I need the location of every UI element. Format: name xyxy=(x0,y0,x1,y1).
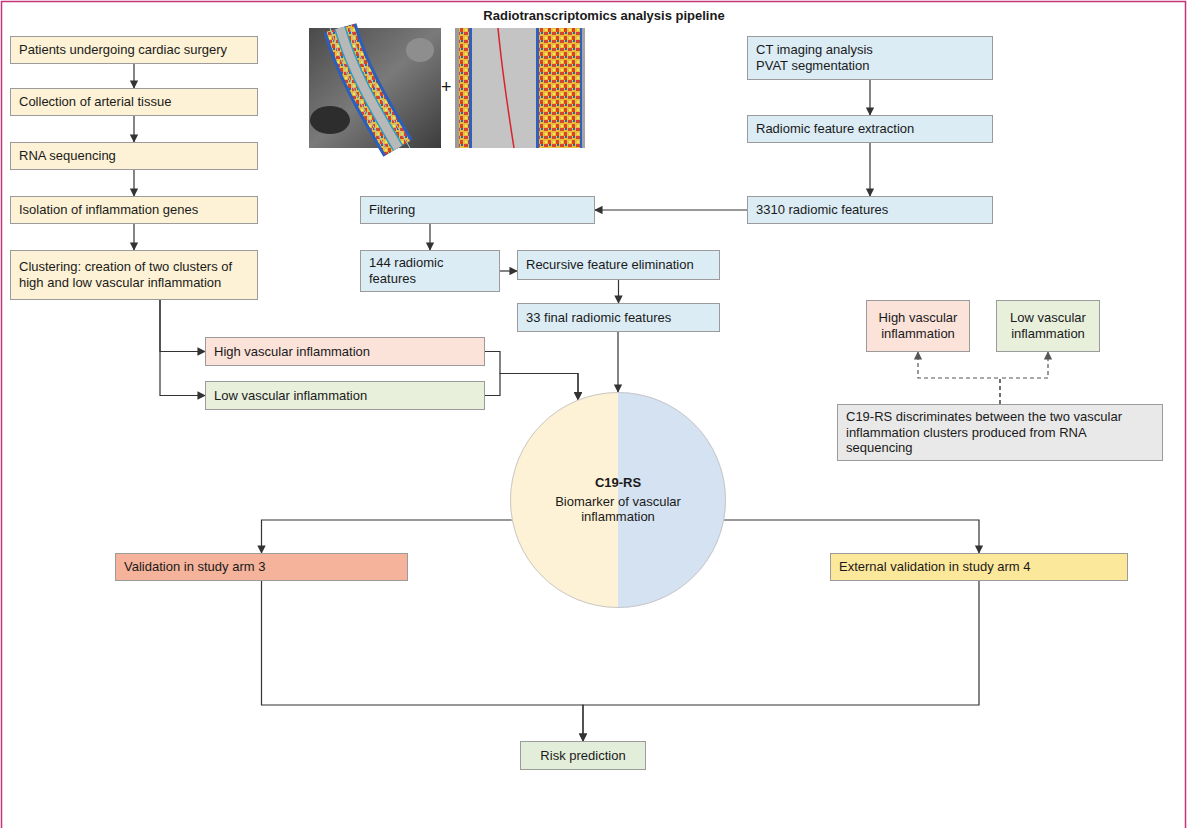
box-label: CT imaging analysis PVAT segmentation xyxy=(756,42,906,73)
process-box: Isolation of inflammation genes xyxy=(10,196,258,224)
box-label: Radiomic feature extraction xyxy=(756,121,984,137)
connector-arrow xyxy=(262,520,512,553)
circle-title: C19-RS xyxy=(595,475,641,491)
box-label: 144 radiomic features xyxy=(369,255,491,286)
process-box: CT imaging analysis PVAT segmentation xyxy=(747,36,993,80)
process-box: Recursive feature elimination xyxy=(517,250,720,280)
box-label: 3310 radiomic features xyxy=(756,202,984,218)
plus-sign: + xyxy=(441,77,452,98)
dashed-arrow xyxy=(918,352,1000,404)
ct-image xyxy=(309,28,441,148)
process-box: 3310 radiomic features xyxy=(747,196,993,224)
connector-arrow xyxy=(160,300,205,352)
connector-arrow xyxy=(617,332,618,392)
connector-arrow xyxy=(133,64,134,88)
cluster-box: High vascular inflammation xyxy=(866,300,970,352)
connector-arrow xyxy=(724,520,979,553)
box-label: Isolation of inflammation genes xyxy=(19,202,249,218)
box-label: Patients undergoing cardiac surgery xyxy=(19,42,249,58)
box-label: 33 final radiomic features xyxy=(526,310,711,326)
box-label: Low vascular inflammation xyxy=(214,388,476,404)
box-label: RNA sequencing xyxy=(19,148,249,164)
box-label: Collection of arterial tissue xyxy=(19,94,249,110)
box-label: Validation in study arm 3 xyxy=(124,559,399,575)
process-box: RNA sequencing xyxy=(10,142,258,170)
cluster-box: Low vascular inflammation xyxy=(996,300,1100,352)
box-label: External validation in study arm 4 xyxy=(839,559,1119,575)
connector-arrow xyxy=(485,374,578,400)
connector-arrow xyxy=(869,143,870,196)
box-label: High vascular inflammation xyxy=(214,344,476,360)
ct-image xyxy=(455,28,585,148)
box-label: C19-RS discriminates between the two vas… xyxy=(846,409,1154,456)
cluster-box: High vascular inflammation xyxy=(205,337,485,366)
process-box: 144 radiomic features xyxy=(360,250,500,292)
connector-arrow xyxy=(133,116,134,142)
connector-arrow xyxy=(595,209,747,210)
process-box: 33 final radiomic features xyxy=(517,303,720,332)
box-label: Biomarker of vascular inflammation xyxy=(543,494,693,525)
connector-arrow xyxy=(133,170,134,196)
process-box: Radiomic feature extraction xyxy=(747,115,993,143)
box-label: Low vascular inflammation xyxy=(1005,310,1091,341)
connector-arrow xyxy=(133,224,134,250)
process-box: Clustering: creation of two clusters of … xyxy=(10,250,258,300)
connector-arrow xyxy=(262,581,584,741)
process-box: Filtering xyxy=(360,196,595,224)
process-box: Collection of arterial tissue xyxy=(10,88,258,116)
connector-arrow xyxy=(429,224,430,250)
connector-arrow xyxy=(160,300,205,396)
dashed-arrow xyxy=(1000,352,1048,404)
connector-arrow xyxy=(500,270,517,271)
box-label: Clustering: creation of two clusters of … xyxy=(19,259,249,290)
box-label: Risk prediction xyxy=(540,748,625,764)
process-box: Patients undergoing cardiac surgery xyxy=(10,36,258,64)
connector-arrow xyxy=(618,280,619,303)
box-label: Filtering xyxy=(369,202,586,218)
connector-arrow xyxy=(869,80,870,115)
biomarker-circle: C19-RS Biomarker of vascular inflammation xyxy=(510,392,726,608)
box-label: High vascular inflammation xyxy=(875,310,961,341)
box-label: Recursive feature elimination xyxy=(526,257,711,273)
validation-box: Validation in study arm 3 xyxy=(115,553,408,581)
connector-arrow xyxy=(485,352,578,400)
note-box: C19-RS discriminates between the two vas… xyxy=(837,404,1163,461)
outcome-box: Risk prediction xyxy=(520,741,646,770)
cluster-box: Low vascular inflammation xyxy=(205,381,485,410)
figure-title: Radiotranscriptomics analysis pipeline xyxy=(380,8,828,23)
validation-box: External validation in study arm 4 xyxy=(830,553,1128,581)
